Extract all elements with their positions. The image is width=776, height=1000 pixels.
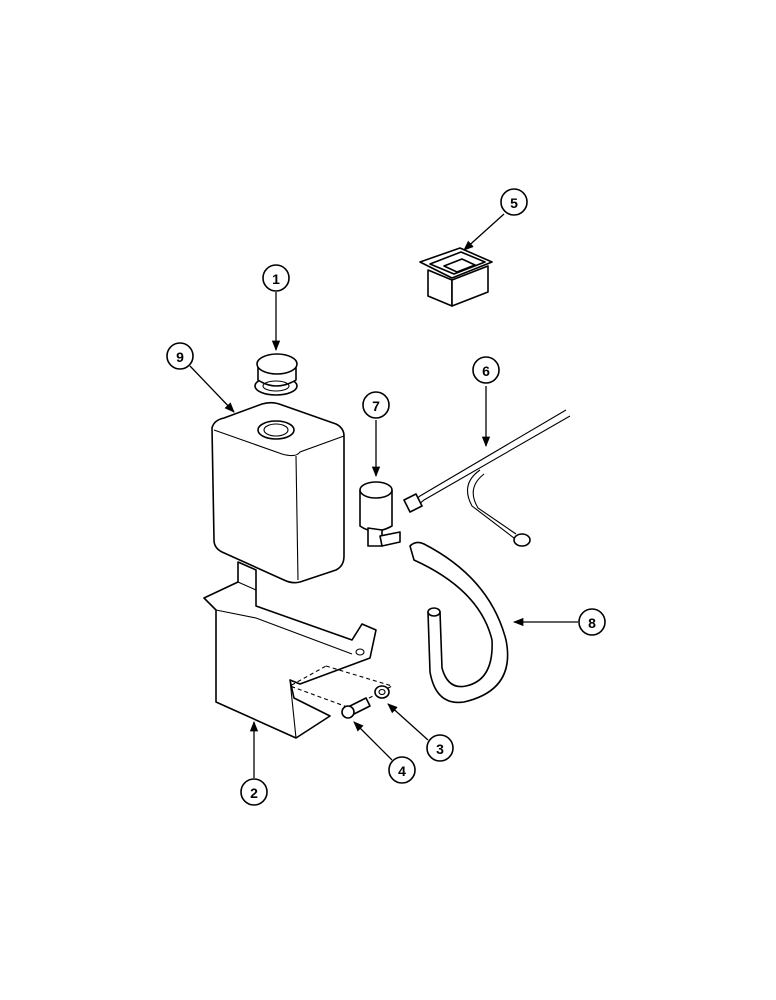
callout-4: 4 — [388, 756, 416, 784]
callout-9: 9 — [166, 342, 194, 370]
callout-7: 7 — [362, 391, 390, 419]
callout-4-label: 4 — [398, 763, 406, 779]
callout-6: 6 — [472, 356, 500, 384]
reservoir-tank-part — [211, 401, 345, 584]
callout-8-label: 8 — [588, 615, 596, 631]
rocker-switch-part — [419, 247, 493, 307]
leader-9 — [189, 365, 235, 413]
callout-5: 5 — [500, 188, 528, 216]
callout-5-label: 5 — [510, 195, 518, 211]
callout-6-label: 6 — [482, 363, 490, 379]
bolt-part — [341, 697, 371, 719]
leader-5 — [463, 213, 505, 251]
callout-3-label: 3 — [436, 741, 444, 757]
callout-2: 2 — [240, 778, 268, 806]
nut-part — [374, 685, 390, 699]
callout-2-label: 2 — [250, 785, 258, 801]
wire-harness-part — [403, 409, 571, 547]
callout-9-label: 9 — [176, 349, 184, 365]
mounting-bracket-part — [203, 561, 394, 739]
callout-1: 1 — [262, 264, 290, 292]
leader-4 — [353, 721, 393, 761]
hose-part — [409, 541, 509, 704]
callout-8: 8 — [578, 608, 606, 636]
leader-3 — [387, 703, 429, 741]
callout-7-label: 7 — [372, 398, 380, 414]
washer-pump-part — [359, 481, 401, 547]
callout-3: 3 — [426, 734, 454, 762]
callout-1-label: 1 — [272, 271, 280, 287]
filler-cap-part — [254, 353, 298, 396]
